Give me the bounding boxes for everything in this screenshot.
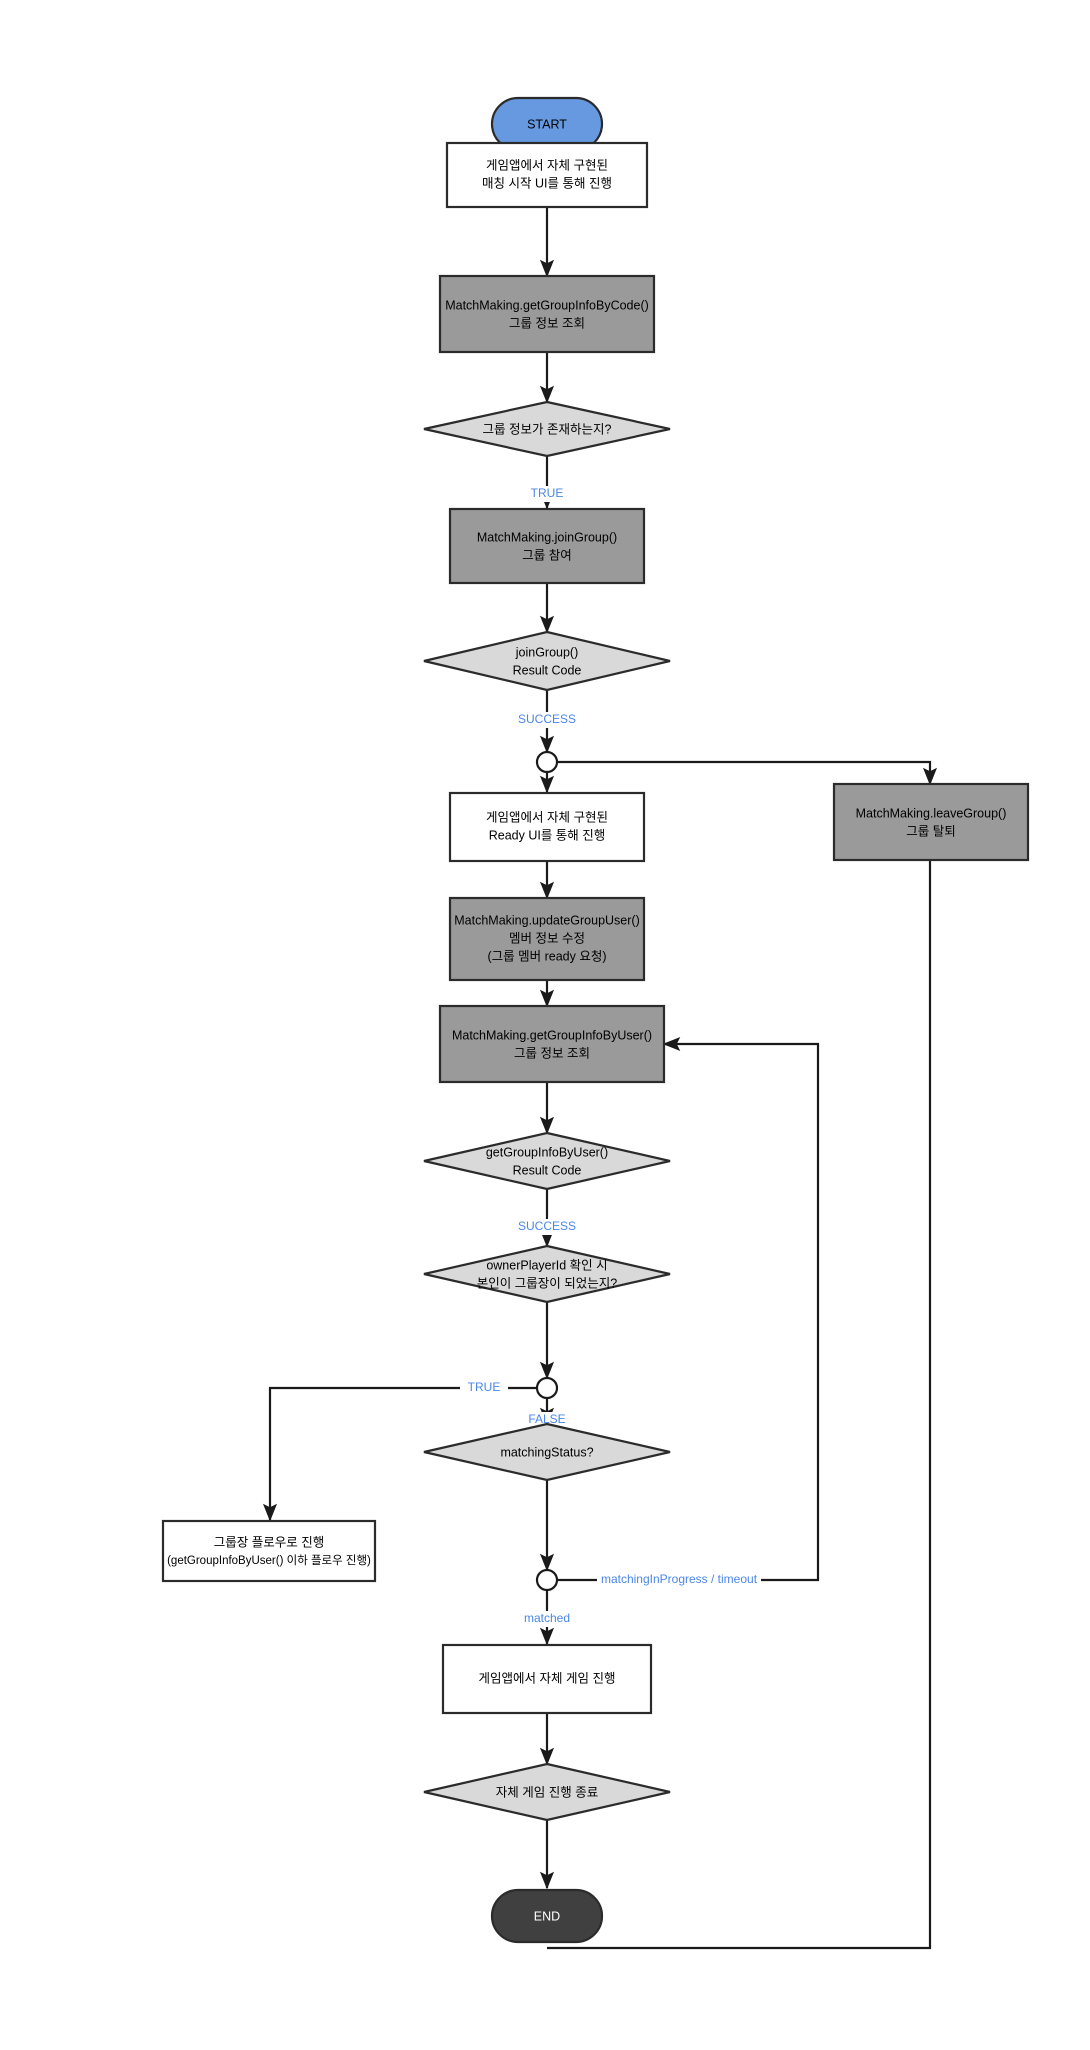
- node-get-user-result-line1: getGroupInfoByUser(): [486, 1145, 608, 1159]
- node-join-group[interactable]: MatchMaking.joinGroup() 그룹 참여: [448, 507, 646, 585]
- edge-junction-owner-to-owner-flow: [262, 1386, 537, 1522]
- node-matching-status-label: matchingStatus?: [500, 1445, 593, 1459]
- label-bg: [515, 1611, 579, 1627]
- node-get-code-line1: MatchMaking.getGroupInfoByCode(): [445, 298, 649, 312]
- node-join-result-line2: Result Code: [513, 663, 582, 677]
- edge-junction-to-leave-group: [557, 760, 938, 786]
- node-play-game[interactable]: 게임앱에서 자체 게임 진행: [441, 1643, 653, 1715]
- node-get-code-line2: 그룹 정보 조회: [509, 316, 585, 330]
- node-join-group-line2: 그룹 참여: [522, 548, 571, 562]
- edge-label-owner-true: TRUE: [468, 1380, 501, 1394]
- edge-leave-group-to-end: [547, 859, 932, 1950]
- edge-labels-layer: TRUE SUCCESS SUCCESS TRUE FALSE matching…: [460, 486, 761, 1627]
- node-join-result-line1: joinGroup(): [515, 645, 579, 659]
- node-play-game-label: 게임앱에서 자체 게임 진행: [479, 1670, 616, 1685]
- label-bg: [521, 486, 573, 502]
- label-bg: [505, 712, 589, 728]
- label-bg: [519, 1412, 575, 1428]
- node-update-user-line1: MatchMaking.updateGroupUser(): [454, 913, 640, 927]
- edge-label-join-result-success: SUCCESS: [518, 712, 576, 726]
- node-start[interactable]: START: [490, 96, 604, 152]
- node-owner-check-line2: 본인이 그룹장이 되었는지?: [477, 1276, 617, 1290]
- node-get-user-result[interactable]: getGroupInfoByUser() Result Code: [423, 1131, 671, 1191]
- node-owner-flow-line1: 그룹장 플로우로 진행: [214, 1534, 324, 1549]
- node-leave-group[interactable]: MatchMaking.leaveGroup() 그룹 탈퇴: [832, 782, 1030, 862]
- node-get-group-info-by-user[interactable]: MatchMaking.getGroupInfoByUser() 그룹 정보 조…: [438, 1004, 666, 1084]
- node-get-user-line1: MatchMaking.getGroupInfoByUser(): [452, 1028, 652, 1042]
- node-matching-ui-line1: 게임앱에서 자체 구현된: [486, 158, 608, 172]
- node-join-group-line1: MatchMaking.joinGroup(): [477, 530, 617, 544]
- edge-label-matched: matched: [524, 1611, 570, 1625]
- node-matching-ui-line2: 매칭 시작 UI를 통해 진행: [482, 175, 612, 190]
- node-join-group-result[interactable]: joinGroup() Result Code: [423, 630, 671, 692]
- edge-label-owner-false: FALSE: [528, 1412, 565, 1426]
- node-ready-ui-line1: 게임앱에서 자체 구현된: [486, 810, 608, 824]
- node-end[interactable]: END: [490, 1888, 604, 1944]
- node-owner-check[interactable]: ownerPlayerId 확인 시 본인이 그룹장이 되었는지?: [423, 1244, 671, 1304]
- node-game-done-label: 자체 게임 진행 종료: [496, 1784, 598, 1799]
- edge-label-matching-in-progress: matchingInProgress / timeout: [601, 1572, 758, 1586]
- node-junction-success[interactable]: [535, 750, 559, 774]
- node-owner-check-line1: ownerPlayerId 확인 시: [486, 1258, 607, 1272]
- node-start-label: START: [527, 117, 567, 131]
- label-bg: [505, 1219, 589, 1235]
- node-leave-group-line1: MatchMaking.leaveGroup(): [856, 806, 1007, 820]
- node-update-user-line3: (그룹 멤버 ready 요청): [487, 949, 606, 963]
- label-bg: [460, 1380, 508, 1396]
- node-owner-flow-line2: (getGroupInfoByUser() 이하 플로우 진행): [167, 1553, 371, 1567]
- node-ready-ui-line2: Ready UI를 통해 진행: [489, 827, 606, 842]
- node-junction-owner[interactable]: [535, 1376, 559, 1400]
- node-owner-flow[interactable]: 그룹장 플로우로 진행 (getGroupInfoByUser() 이하 플로우…: [161, 1519, 377, 1583]
- node-leave-group-line2: 그룹 탈퇴: [906, 824, 955, 838]
- node-game-done[interactable]: 자체 게임 진행 종료: [423, 1762, 671, 1822]
- node-end-label: END: [534, 1909, 560, 1923]
- node-group-exists[interactable]: 그룹 정보가 존재하는지?: [423, 400, 671, 458]
- node-get-user-line2: 그룹 정보 조회: [514, 1046, 590, 1060]
- node-update-group-user[interactable]: MatchMaking.updateGroupUser() 멤버 정보 수정 (…: [448, 896, 646, 982]
- node-update-user-line2: 멤버 정보 수정: [509, 931, 585, 945]
- node-matching-ui[interactable]: 게임앱에서 자체 구현된 매칭 시작 UI를 통해 진행: [445, 141, 649, 209]
- edge-loop-back-to-get-user: [557, 1036, 820, 1582]
- node-ready-ui[interactable]: 게임앱에서 자체 구현된 Ready UI를 통해 진행: [448, 791, 646, 863]
- node-get-group-info-by-code[interactable]: MatchMaking.getGroupInfoByCode() 그룹 정보 조…: [438, 274, 656, 354]
- node-junction-matching[interactable]: [535, 1568, 559, 1592]
- edge-label-get-info-success: SUCCESS: [518, 1219, 576, 1233]
- edge-label-group-exists-true: TRUE: [531, 486, 564, 500]
- node-get-user-result-line2: Result Code: [513, 1163, 582, 1177]
- label-bg: [597, 1572, 761, 1588]
- node-group-exists-label: 그룹 정보가 존재하는지?: [483, 422, 612, 436]
- node-matching-status[interactable]: matchingStatus?: [423, 1422, 671, 1482]
